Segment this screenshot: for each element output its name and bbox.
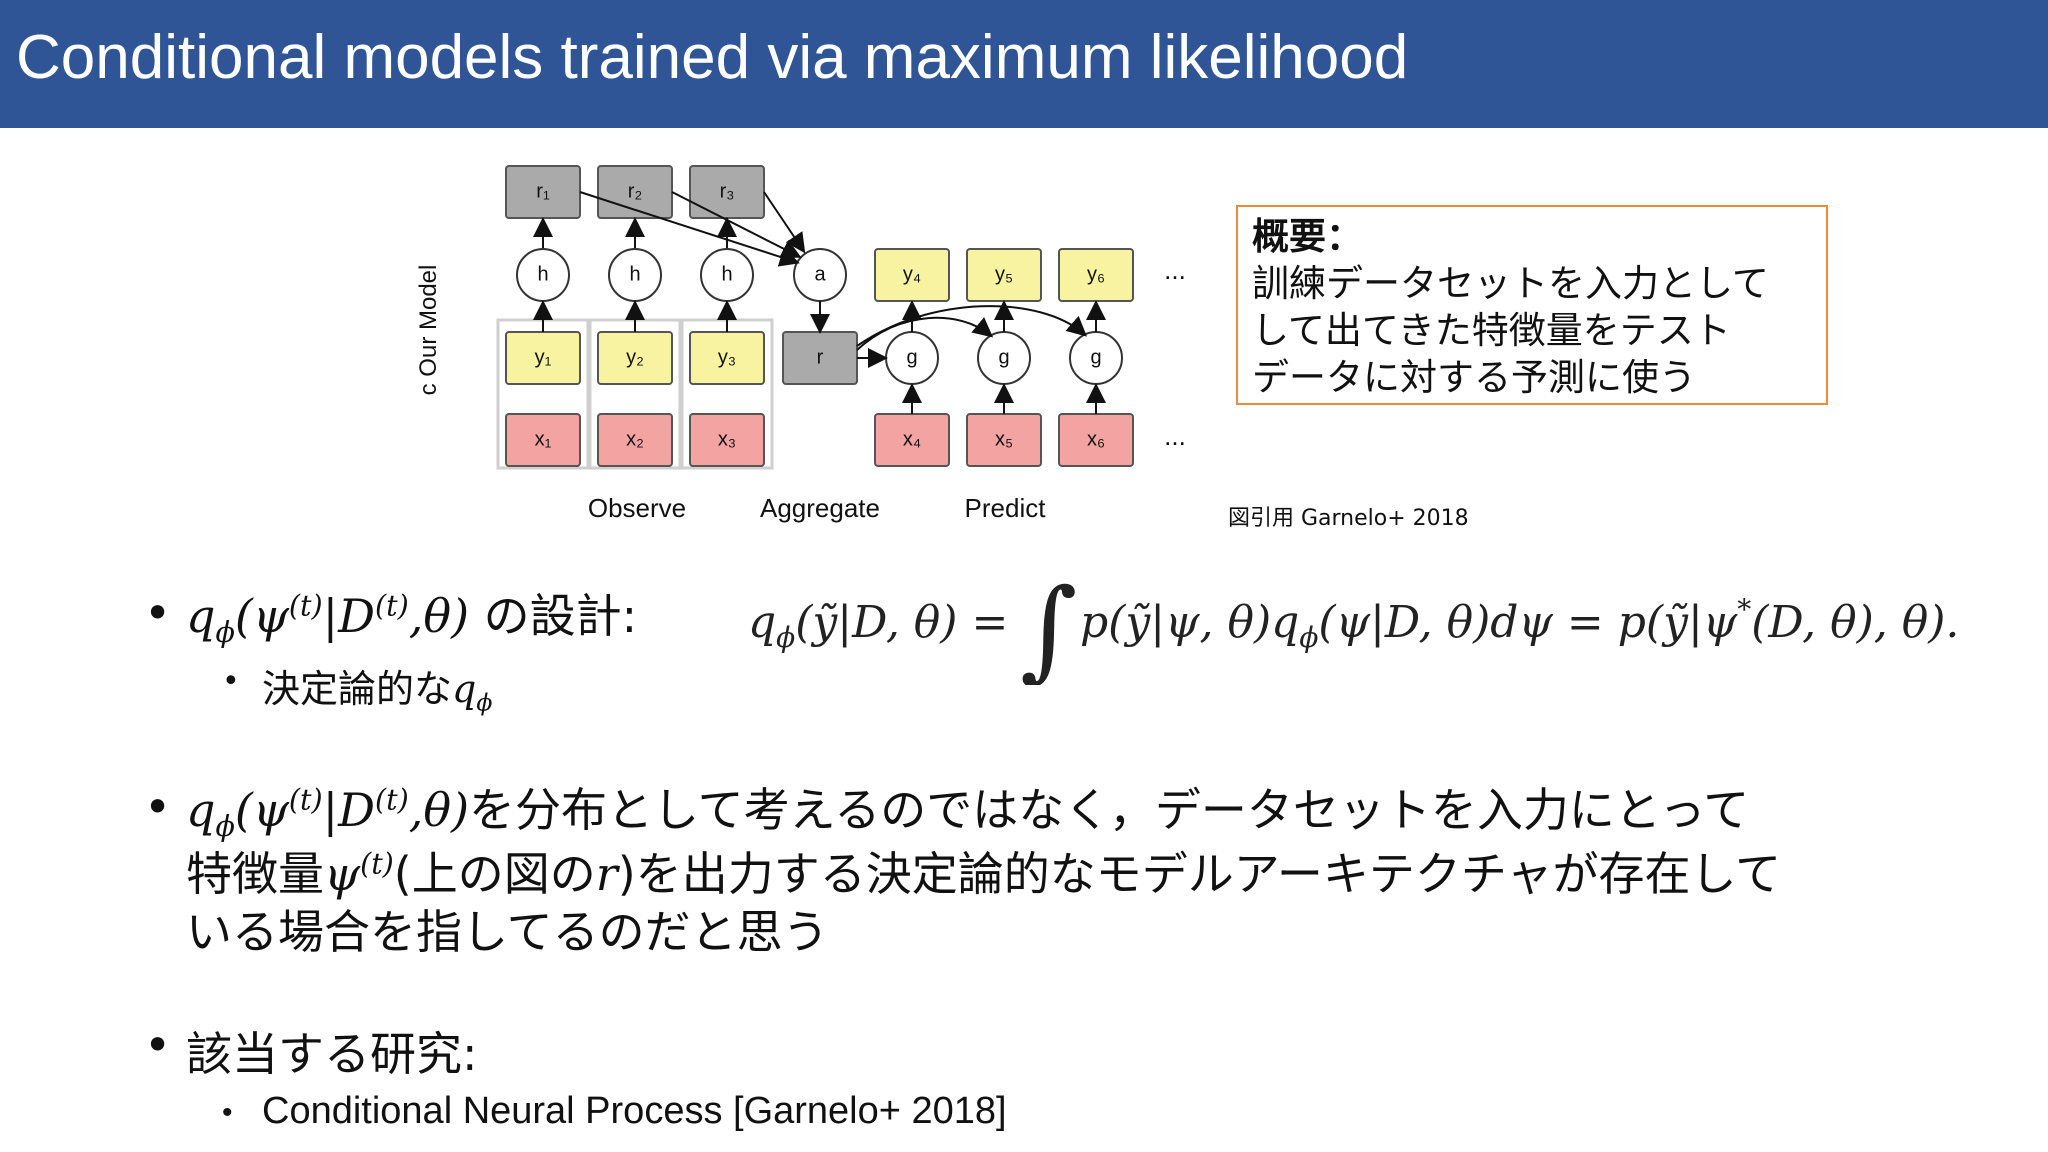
bullet-interpretation-line1: を分布として考えるのではなく，データセットを入力にとって	[469, 783, 1750, 837]
arrow-r1-a	[579, 191, 800, 267]
node-y4-label: y₄	[903, 263, 921, 285]
formula-lhs: qϕ(ỹ|D, θ) =	[748, 597, 1008, 654]
node-y5-label: y₅	[995, 263, 1013, 285]
node-r2-label: r₂	[628, 180, 642, 202]
side-label: c Our Model	[415, 265, 442, 396]
arrow-r-g2	[856, 316, 994, 351]
node-g-2-label: g	[998, 346, 1009, 368]
arrow-r2-a	[671, 191, 802, 258]
figure-credit: 図引用 Garnelo+ 2018	[1228, 506, 1469, 531]
stage-label-predict: Predict	[965, 493, 1047, 523]
formula-svg: qϕ(ỹ|D, θ) = ∫ p(ỹ|ψ, θ)qϕ(ψ|D, θ)dψ = p…	[748, 565, 1959, 693]
ellipsis-bottom: ...	[1164, 421, 1186, 451]
stage-label-aggregate: Aggregate	[760, 493, 880, 523]
node-y6-label: y₆	[1087, 263, 1105, 285]
node-h-3-label: h	[721, 263, 732, 285]
node-r-label: r	[817, 346, 824, 368]
node-r3-label: r₃	[720, 180, 735, 202]
node-x3	[689, 413, 765, 467]
formula-rhs: p(ỹ|ψ, θ)qϕ(ψ|D, θ)dψ = p(ỹ|ψ*(D, θ), θ)…	[1080, 593, 1956, 654]
formula: qϕ(ỹ|D, θ) = ∫ p(ỹ|ψ, θ)qϕ(ψ|D, θ)dψ = p…	[748, 555, 1959, 693]
arrow-r-g3	[856, 305, 1087, 347]
node-x2-label: x₂	[626, 428, 644, 450]
node-g-3-label: g	[1090, 346, 1101, 368]
stage-label-observe: Observe	[588, 493, 686, 523]
summary-heading: 概要：	[1252, 215, 1363, 258]
node-x5-label: x₅	[995, 428, 1013, 450]
summary-line-1: 訓練データセットを入力として	[1252, 262, 1769, 305]
integral-sign: ∫	[1020, 565, 1077, 685]
node-y2-label: y₂	[626, 346, 644, 368]
node-g-1-label: g	[906, 346, 917, 368]
node-x1	[505, 413, 581, 467]
bullet-dot: •	[144, 586, 172, 640]
arrow-r3-a	[763, 191, 806, 254]
node-r1-label: r₁	[536, 180, 550, 202]
node-y1-label: y₁	[535, 346, 552, 368]
node-y3-label: y₃	[718, 346, 736, 368]
ellipsis-top: ...	[1164, 255, 1186, 285]
summary-box: 概要： 訓練データセットを入力として して出てきた特徴量をテスト データに対する…	[1236, 205, 1828, 405]
summary-line-2: して出てきた特徴量をテスト	[1252, 309, 1731, 352]
title-bar: Conditional models trained via maximum l…	[0, 0, 2048, 128]
bullet-interpretation-line2: 特徴量ψ(t)(上の図のr)を出力する決定論的なモデルアーキテクチャが存在して	[186, 847, 1782, 901]
node-x2	[597, 413, 673, 467]
node-a-label: a	[814, 263, 826, 285]
node-x4-label: x₄	[903, 428, 921, 450]
cnp-figure: c Our Model r₁ h y₁ x₁ r₂ h y₂ x₂ r₃ h y₃ x₃ a r y₄ g x₄ y…	[400, 150, 1240, 540]
node-x3-label: x₃	[718, 428, 736, 450]
bullet-design-text: の設計:	[469, 589, 638, 643]
bullet-interpretation-line3: いる場合を指してるのだと思う	[186, 905, 829, 959]
node-h-2-label: h	[629, 263, 640, 285]
cnp-diagram: c Our Model r₁ h y₁ x₁ r₂ h y₂ x₂ r₃ h y₃ x₃ a r y₄ g x₄ y…	[415, 165, 1186, 523]
slide-title: Conditional models trained via maximum l…	[16, 23, 1409, 92]
summary-line-3: データに対する予測に使う	[1252, 356, 1696, 399]
node-x6-label: x₆	[1087, 428, 1105, 450]
node-x1-label: x₁	[535, 428, 552, 450]
node-h-1-label: h	[537, 263, 548, 285]
